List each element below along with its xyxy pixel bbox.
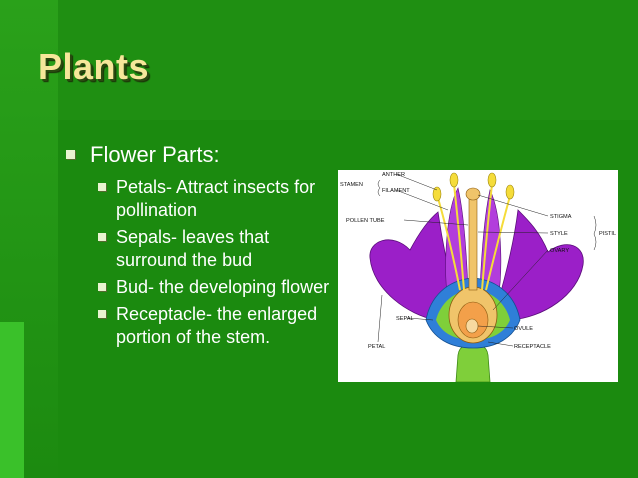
petal-left-shape: [369, 211, 457, 321]
list-item-text: Bud- the developing flower: [116, 277, 330, 297]
petal-back-right-shape: [479, 189, 502, 301]
label-receptacle: RECEPTACLE: [514, 344, 551, 350]
petal-right-shape: [497, 209, 584, 321]
list-item: Sepals- leaves that surround the bud: [98, 226, 338, 272]
list-item: Petals- Attract insects for pollination: [98, 176, 338, 222]
label-stigma: STIGMA: [550, 214, 572, 220]
label-pistil: PISTIL: [599, 231, 616, 237]
style-shape: [468, 197, 478, 291]
stem-shape: [455, 345, 491, 382]
pointer-lines: [377, 173, 597, 347]
label-anther: ANTHER: [382, 172, 405, 178]
list-item-text: Receptacle- the enlarged portion of the …: [116, 304, 318, 347]
label-style: STYLE: [550, 231, 568, 237]
ovule-shape: [465, 318, 479, 334]
list-item: Bud- the developing flower: [98, 276, 338, 299]
label-filament: FILAMENT: [382, 188, 410, 194]
square-bullet-icon: [98, 183, 106, 191]
square-bullet-icon: [98, 310, 106, 318]
slide-title: Plants: [38, 46, 150, 87]
stigma-shape: [465, 187, 481, 201]
label-petal: PETAL: [368, 344, 385, 350]
label-stamen: STAMEN: [340, 182, 363, 188]
list-item-text: Sepals- leaves that surround the bud: [116, 227, 270, 270]
heading-text: Flower Parts:: [90, 142, 220, 167]
flower-diagram: STAMEN ANTHER FILAMENT POLLEN TUBE STIGM…: [338, 170, 618, 382]
square-bullet-icon: [98, 233, 106, 241]
list-item-text: Petals- Attract insects for pollination: [116, 177, 316, 220]
flower-parts-list: Petals- Attract insects for pollination …: [98, 176, 338, 353]
label-pollen-tube: POLLEN TUBE: [346, 218, 385, 224]
square-bullet-icon: [66, 150, 75, 159]
list-item: Receptacle- the enlarged portion of the …: [98, 303, 338, 349]
label-ovule: OVULE: [514, 326, 533, 332]
flower-illustration: STAMEN ANTHER FILAMENT POLLEN TUBE STIGM…: [340, 172, 616, 382]
label-ovary: OVARY: [550, 248, 569, 254]
square-bullet-icon: [98, 283, 106, 291]
anthers-group: [432, 172, 515, 202]
background-panel-bottom: [0, 322, 24, 478]
filaments-group: [437, 183, 511, 291]
label-sepal: SEPAL: [396, 316, 414, 322]
